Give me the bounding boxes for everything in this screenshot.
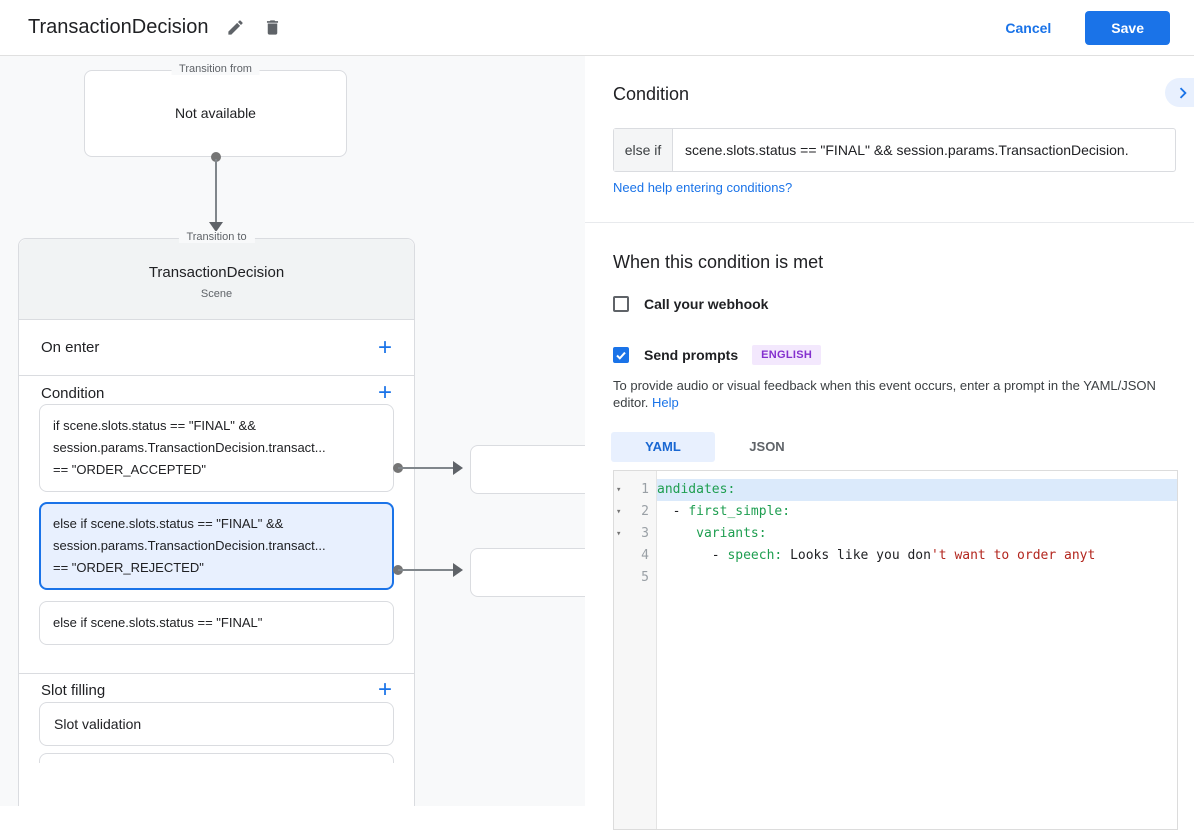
transition-from-legend: Transition from xyxy=(171,63,260,75)
editor-gutter: ▾ 3 xyxy=(614,523,657,545)
editor-gutter: ▾ 1 xyxy=(614,479,657,501)
arrow-right-icon xyxy=(453,563,463,577)
webhook-row: Call your webhook xyxy=(613,296,768,312)
panel-divider xyxy=(585,222,1194,223)
scene-name: TransactionDecision xyxy=(148,264,285,281)
destination-scene-node[interactable] xyxy=(470,445,585,494)
line-number: 5 xyxy=(641,570,649,585)
send-prompts-label: Send prompts xyxy=(644,347,739,363)
cancel-button[interactable]: Cancel xyxy=(1005,19,1052,36)
editor-line[interactable]: 4 - speech: Looks like you don't want to… xyxy=(614,545,1177,567)
connector-line xyxy=(398,467,455,469)
tab-yaml[interactable]: YAML xyxy=(611,432,715,462)
condition-detail-panel: Condition else if Need help entering con… xyxy=(585,56,1194,830)
code-text[interactable]: variants: xyxy=(696,526,767,541)
code-text[interactable]: andidates: xyxy=(657,479,1177,501)
line-number: 2 xyxy=(641,504,649,519)
condition-help-link[interactable]: Need help entering conditions? xyxy=(613,180,793,195)
trash-icon xyxy=(267,20,279,35)
arrow-right-icon xyxy=(453,461,463,475)
fold-arrow-icon[interactable]: ▾ xyxy=(616,485,622,495)
editor-tabs: YAML JSON xyxy=(611,432,819,462)
condition-expression-input[interactable] xyxy=(673,129,1175,171)
scene-diagram-canvas: Transition from Not available Transition… xyxy=(0,56,585,806)
fold-arrow-icon[interactable]: ▾ xyxy=(616,529,622,539)
condition-expression-box: else if xyxy=(613,128,1176,172)
connector-dot xyxy=(211,152,221,162)
top-bar: TransactionDecision Cancel Save xyxy=(0,0,1194,56)
transition-from-node: Transition from Not available xyxy=(84,63,347,157)
condition-label: Condition xyxy=(41,384,105,402)
editor-gutter: 4 xyxy=(614,545,657,567)
add-condition-button[interactable]: + xyxy=(377,379,392,406)
slot-filling-label: Slot filling xyxy=(41,681,106,699)
slot-filling-section: Slot filling + Slot validation xyxy=(19,674,414,763)
condition-card-final[interactable]: else if scene.slots.status == "FINAL" xyxy=(39,601,394,645)
connector-line xyxy=(215,159,217,222)
collapse-panel-button[interactable] xyxy=(1165,78,1194,107)
prompts-help-link[interactable]: Help xyxy=(652,395,679,410)
prompts-description-text: To provide audio or visual feedback when… xyxy=(613,378,1156,410)
scene-type-label: Scene xyxy=(200,288,233,300)
transition-to-node: Transition to TransactionDecision Scene … xyxy=(18,231,415,806)
condition-keyword: else if xyxy=(614,129,673,171)
destination-scene-node[interactable] xyxy=(470,548,585,597)
condition-section: Condition + if scene.slots.status == "FI… xyxy=(19,376,414,674)
slot-filling-section-header: Slot filling + xyxy=(19,674,414,702)
line-number: 4 xyxy=(641,548,649,563)
add-on-enter-button[interactable]: + xyxy=(377,333,392,361)
yaml-code-editor[interactable]: ▾ 1 andidates: ▾ 2 - first_simple: ▾ 3 v… xyxy=(613,470,1178,830)
fold-arrow-icon[interactable]: ▾ xyxy=(616,507,622,517)
condition-card-order-accepted[interactable]: if scene.slots.status == "FINAL" && sess… xyxy=(39,404,394,492)
editor-gutter: 5 xyxy=(614,567,657,589)
chevron-right-icon xyxy=(1179,87,1187,98)
send-prompts-row: Send prompts ENGLISH xyxy=(613,345,822,365)
on-enter-label: On enter xyxy=(41,339,100,356)
checkmark-icon xyxy=(616,351,626,360)
transition-to-legend: Transition to xyxy=(178,231,255,243)
webhook-label: Call your webhook xyxy=(644,296,769,312)
delete-scene-button[interactable] xyxy=(263,18,282,37)
code-text[interactable] xyxy=(657,567,1177,589)
editor-line[interactable]: 5 xyxy=(614,567,1177,589)
page-title: TransactionDecision xyxy=(28,16,209,38)
webhook-checkbox[interactable] xyxy=(613,296,629,312)
partial-card xyxy=(39,753,394,763)
editor-gutter: ▾ 2 xyxy=(614,501,657,523)
slot-validation-card[interactable]: Slot validation xyxy=(39,702,394,746)
scene-card-header: TransactionDecision Scene xyxy=(19,239,414,320)
connector-line xyxy=(398,569,455,571)
prompts-description: To provide audio or visual feedback when… xyxy=(613,377,1176,411)
when-met-title: When this condition is met xyxy=(613,252,824,272)
condition-section-header: Condition + xyxy=(19,376,414,406)
arrow-down-icon xyxy=(209,222,223,232)
code-text[interactable]: - first_simple: xyxy=(657,504,791,519)
send-prompts-checkbox[interactable] xyxy=(613,347,629,363)
on-enter-section: On enter + xyxy=(19,320,414,376)
language-badge: ENGLISH xyxy=(752,345,822,365)
add-slot-button[interactable]: + xyxy=(377,676,392,703)
editor-line[interactable]: ▾ 2 - first_simple: xyxy=(614,501,1177,523)
editor-line[interactable]: ▾ 1 andidates: xyxy=(614,479,1177,501)
condition-card-order-rejected[interactable]: else if scene.slots.status == "FINAL" &&… xyxy=(39,502,394,590)
pencil-icon xyxy=(228,20,244,35)
transition-from-value: Not available xyxy=(175,105,256,121)
code-text[interactable]: - speech: Looks like you don't want to o… xyxy=(657,548,1096,563)
editor-line[interactable]: ▾ 3 variants: xyxy=(614,523,1177,545)
edit-scene-button[interactable] xyxy=(226,18,245,37)
panel-title: Condition xyxy=(613,84,690,104)
tab-json[interactable]: JSON xyxy=(715,432,819,462)
save-button[interactable]: Save xyxy=(1085,10,1170,45)
line-number: 1 xyxy=(641,482,649,497)
line-number: 3 xyxy=(641,526,649,541)
